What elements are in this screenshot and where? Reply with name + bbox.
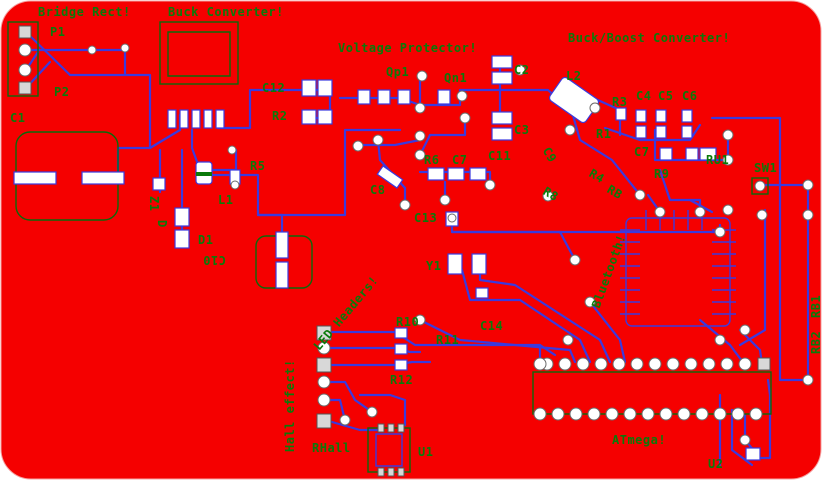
label-r3: R3 bbox=[612, 95, 627, 109]
label-rb: RB bbox=[605, 182, 625, 202]
label-p2: P2 bbox=[54, 85, 69, 99]
label-y1: Y1 bbox=[426, 259, 441, 273]
pads bbox=[18, 25, 814, 477]
label-z1: Z1 bbox=[147, 196, 161, 211]
label-c12: C12 bbox=[262, 81, 285, 95]
label-c8: C8 bbox=[370, 183, 385, 197]
label-r5: R5 bbox=[250, 159, 265, 173]
label-d1: D1 bbox=[198, 233, 213, 247]
label-u2: U2 bbox=[708, 457, 723, 471]
label-buck: Buck Converter! bbox=[168, 5, 284, 19]
outlines bbox=[7, 21, 772, 473]
label-c10: C10 bbox=[203, 253, 226, 267]
label-qn1: Qn1 bbox=[444, 71, 467, 85]
label-c1: C1 bbox=[10, 111, 25, 125]
label-rhall: RHall bbox=[312, 441, 351, 455]
label-rb1: RB1 bbox=[809, 295, 822, 318]
label-r1: R1 bbox=[596, 127, 611, 141]
label-c5: C5 bbox=[658, 89, 673, 103]
label-r2: R2 bbox=[272, 109, 287, 123]
label-sw1: SW1 bbox=[754, 161, 777, 175]
label-hall-effect: Hall effect! bbox=[283, 359, 297, 452]
label-l2: L2 bbox=[566, 69, 581, 83]
label-r9: R9 bbox=[654, 167, 669, 181]
label-u1: U1 bbox=[418, 445, 433, 459]
label-c2: C2 bbox=[514, 63, 529, 77]
label-c11: C11 bbox=[488, 149, 511, 163]
label-p1: P1 bbox=[50, 25, 65, 39]
label-voltage-protector: Voltage Protector! bbox=[338, 41, 477, 55]
label-c13: C13 bbox=[414, 211, 437, 225]
label-r11: R11 bbox=[436, 333, 459, 347]
label-c7-mid: C7 bbox=[452, 153, 467, 167]
label-bridge-rect: Bridge Rect! bbox=[38, 5, 131, 19]
label-r4: R4 bbox=[587, 166, 607, 186]
label-c3: C3 bbox=[514, 123, 529, 137]
label-c7: C7 bbox=[634, 145, 649, 159]
label-l1: L1 bbox=[218, 193, 233, 207]
label-qp1: Qp1 bbox=[386, 65, 409, 79]
label-r6: R6 bbox=[424, 153, 439, 167]
label-r12: R12 bbox=[390, 373, 413, 387]
label-c4: C4 bbox=[636, 89, 651, 103]
label-buck-boost: Buck/Boost Converter! bbox=[568, 31, 730, 45]
label-r8: R8 bbox=[541, 184, 561, 204]
label-r10: R10 bbox=[396, 315, 419, 329]
label-d1-left: D bbox=[155, 220, 169, 228]
label-c14: C14 bbox=[480, 319, 503, 333]
label-ru1: RU1 bbox=[706, 153, 729, 167]
label-c9: C9 bbox=[540, 145, 560, 165]
label-c6: C6 bbox=[682, 89, 697, 103]
label-atmega: ATmega! bbox=[612, 433, 666, 447]
label-rb2: RB2 bbox=[809, 331, 822, 354]
